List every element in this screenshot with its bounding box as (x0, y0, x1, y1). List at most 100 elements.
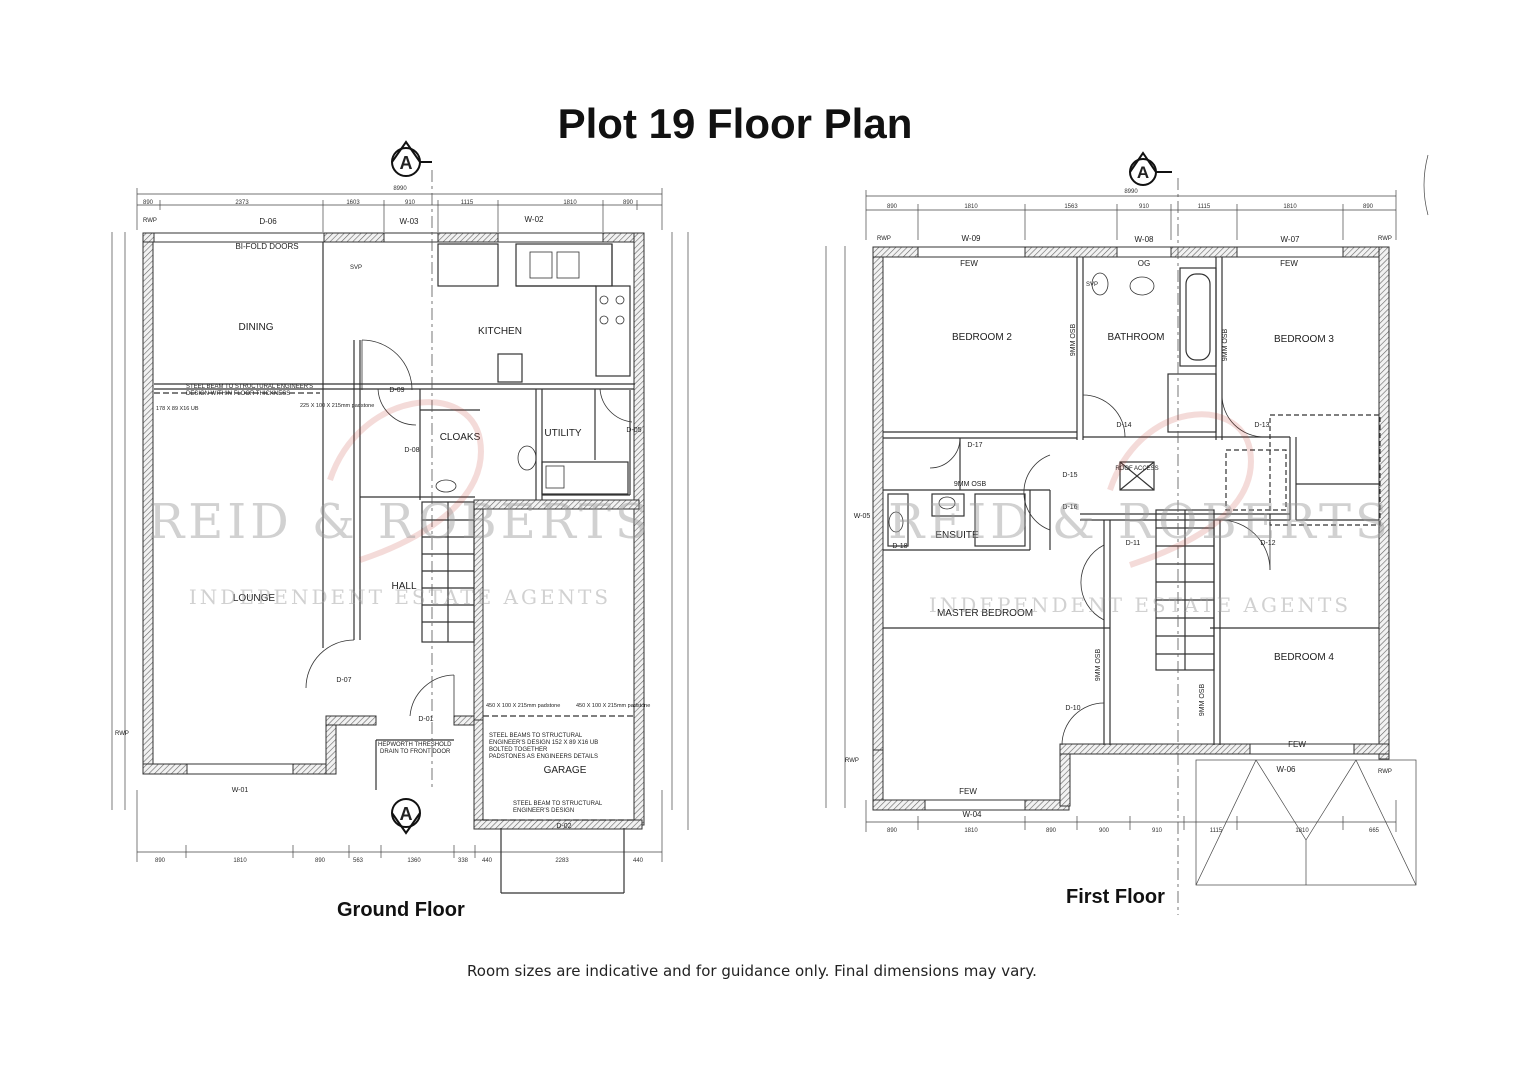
ff-bottom-dim: 890 (887, 828, 898, 834)
window-label: W-08 (1135, 235, 1155, 244)
door-label: D-13 (1254, 422, 1269, 429)
steel-beam-note: STEEL BEAM TO STRUCTURAL ENGINEER'S (186, 384, 313, 390)
window-label: W-05 (854, 513, 871, 520)
padstone-note: 225 X 100 X 215mm padstone (300, 403, 374, 409)
ff-top-dim: 1810 (964, 204, 978, 210)
gf-bottom-dim: 890 (315, 858, 326, 864)
gf-overall-dim: 8990 (393, 186, 407, 192)
window-label: W-06 (1277, 765, 1297, 774)
ff-top-dim: 890 (1363, 204, 1374, 210)
door-label: D-10 (1065, 705, 1080, 712)
beam-spec: 178 X 89 X16 UB (156, 406, 199, 412)
section-marker-label: A (400, 804, 413, 824)
padstone-note: 450 X 100 X 215mm padstone (576, 703, 650, 709)
watermark-brand: REID & ROBERTS (148, 494, 652, 550)
gf-top-dim: 890 (143, 200, 154, 206)
rwp-label: RWP (1378, 769, 1392, 775)
ff-top-dim: 1810 (1283, 204, 1297, 210)
rwp-label: RWP (143, 218, 157, 224)
steel-beam-note: STEEL BEAMS TO STRUCTURAL (489, 733, 583, 739)
room-label-garage: GARAGE (544, 765, 587, 776)
door-label: D-12 (1260, 540, 1275, 547)
door-label: D-07 (336, 677, 351, 684)
svp-label: SVP (350, 265, 362, 271)
ff-bottom-dim: 1810 (1295, 828, 1309, 834)
steel-beam-note: DESIGN WITHIN FLOOR THICKNESS (186, 391, 290, 397)
door-label: D-16 (1062, 504, 1077, 511)
room-label-kitchen: KITCHEN (478, 326, 522, 337)
steel-beam-note: PADSTONES AS ENGINEERS DETAILS (489, 754, 598, 760)
room-label-bedroom-2: BEDROOM 2 (952, 332, 1012, 343)
gf-top-dim: 890 (623, 200, 634, 206)
window-label: W-03 (400, 217, 420, 226)
ff-overall-dim: 8990 (1124, 189, 1138, 195)
ff-top-dim: 1563 (1064, 204, 1078, 210)
window-label: W-04 (963, 810, 983, 819)
ground-floor-label: Ground Floor (337, 899, 465, 921)
room-label-ensuite: ENSUITE (935, 530, 979, 541)
room-label-bathroom: BATHROOM (1107, 332, 1164, 343)
few-label: FEW (1288, 740, 1306, 749)
threshold-note: DRAIN TO FRONT DOOR (380, 749, 451, 755)
osb-label: 9MM OSB (1199, 684, 1206, 717)
ff-bottom-dim: 1810 (964, 828, 978, 834)
osb-label: 9MM OSB (1222, 329, 1229, 362)
room-label-bedroom-4: BEDROOM 4 (1274, 652, 1334, 663)
room-label-lounge: LOUNGE (233, 593, 276, 604)
osb-label: 9MM OSB (1070, 324, 1077, 357)
section-marker-label: A (400, 153, 413, 173)
gf-bottom-dim: 440 (633, 858, 644, 864)
watermark: REID & ROBERTS INDEPENDENT ESTATE AGENTS… (148, 399, 1392, 617)
gf-top-dim: 2373 (235, 200, 249, 206)
door-label: D-15 (1062, 472, 1077, 479)
watermark-tagline: INDEPENDENT ESTATE AGENTS (189, 585, 611, 609)
gf-bottom-dim: 2283 (555, 858, 569, 864)
section-marker-bottom (391, 798, 421, 835)
door-label: D-11 (1126, 540, 1141, 547)
room-label-cloaks: CLOAKS (440, 432, 481, 443)
door-label: D-01 (418, 716, 433, 723)
threshold-note: HEPWORTH THRESHOLD (378, 742, 452, 748)
door-label: D-02 (556, 823, 571, 830)
ff-bottom-dim: 890 (1046, 828, 1057, 834)
ff-bottom-dim: 910 (1152, 828, 1163, 834)
gf-bottom-dim: 440 (482, 858, 493, 864)
rwp-label: RWP (1378, 236, 1392, 242)
door-label: D-18 (892, 543, 907, 550)
ff-bottom-dim: 900 (1099, 828, 1110, 834)
steel-beam-note: ENGINEER'S DESIGN 152 X 89 X16 UB (489, 740, 598, 746)
gf-top-dim: 910 (405, 200, 416, 206)
door-label: D-17 (967, 442, 982, 449)
window-label: W-07 (1281, 235, 1301, 244)
ground-floor-plan: A A 8990 890 2373 1603 910 1115 1810 890… (111, 140, 689, 894)
door-label: D-09 (389, 387, 404, 394)
watermark-brand: REID & ROBERTS (888, 494, 1392, 550)
few-label: FEW (960, 259, 978, 268)
watermark-tagline: INDEPENDENT ESTATE AGENTS (929, 593, 1351, 617)
page-title: Plot 19 Floor Plan (557, 100, 913, 147)
ff-top-dim: 1115 (1198, 204, 1211, 210)
gf-bottom-dim: 890 (155, 858, 166, 864)
room-label-utility: UTILITY (544, 428, 582, 439)
window-label: W-02 (525, 215, 545, 224)
steel-beam-note: BOLTED TOGETHER (489, 747, 548, 753)
room-label-bedroom-3: BEDROOM 3 (1274, 334, 1334, 345)
rwp-label: RWP (845, 758, 859, 764)
steel-beam-note: STEEL BEAM TO STRUCTURAL (513, 801, 603, 807)
ff-bottom-dim: 1115 (1210, 828, 1223, 834)
window-label: W-09 (962, 234, 982, 243)
section-marker-first-floor (1129, 151, 1172, 186)
ff-top-dim: 910 (1139, 204, 1150, 210)
gf-bottom-dim: 1810 (233, 858, 247, 864)
og-label: OG (1138, 259, 1150, 268)
window-label: W-01 (232, 787, 249, 794)
rwp-label: RWP (115, 731, 129, 737)
ff-top-dim: 890 (887, 204, 898, 210)
padstone-note: 450 X 100 X 215mm padstone (486, 703, 560, 709)
rwp-label: RWP (877, 236, 891, 242)
gf-top-dim: 1603 (346, 200, 360, 206)
gf-bottom-dim: 338 (458, 858, 469, 864)
osb-label: 9MM OSB (1095, 649, 1102, 682)
first-floor-plan: A 8990 890 1810 1563 910 1115 1810 890 8… (825, 151, 1429, 915)
